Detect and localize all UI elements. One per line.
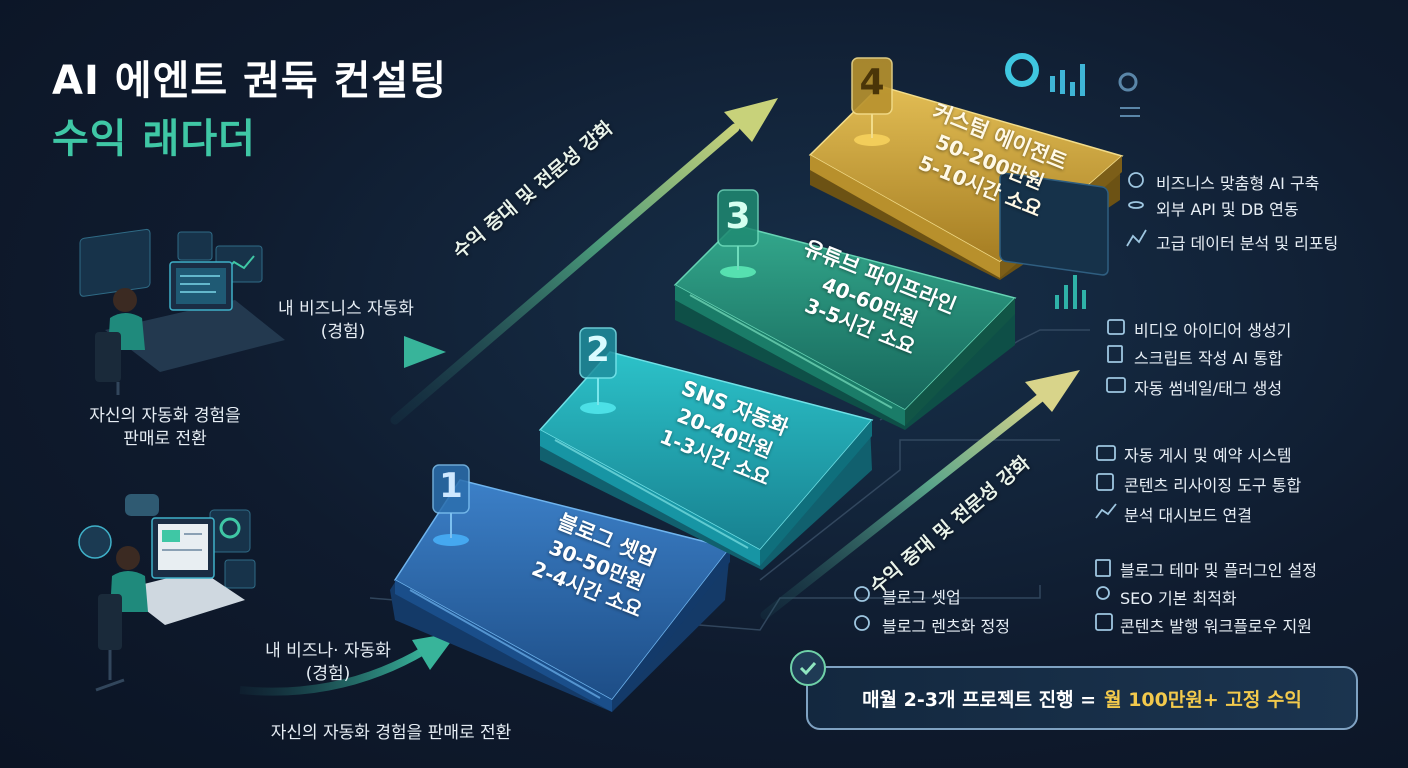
step-1-feature-1: 블로그 테마 및 플러그인 설정 <box>1120 561 1317 580</box>
gear-icon <box>1128 172 1144 188</box>
page-subtitle: 수익 래다더 <box>52 116 256 162</box>
step-1-number: 1 <box>439 466 463 506</box>
experience-label-top-line2: (경험) <box>320 321 366 342</box>
platform-step-1 <box>390 479 732 712</box>
step-3-feature-3: 자동 썸네일/태그 생성 <box>1134 379 1283 398</box>
bar-chart-icon <box>1126 229 1147 247</box>
step-1-feature-3: 콘텐츠 발행 워크플로우 지원 <box>1120 617 1312 636</box>
caption-top-line2: 판매로 전환 <box>123 428 207 449</box>
step-4-feature-1: 비즈니스 맞춤형 AI 구축 <box>1156 174 1320 193</box>
page-title: AI 에엔트 권둑 컨설팅 <box>52 58 448 104</box>
image-icon <box>1106 377 1126 393</box>
globe-icon <box>854 615 870 631</box>
number-tag-4-base <box>854 134 890 146</box>
chart-icon <box>1095 503 1117 519</box>
step-4-feature-2: 외부 API 및 DB 연동 <box>1156 200 1299 219</box>
experience-label-bottom-line2: (경험) <box>305 663 351 684</box>
step-1-inline-feature-2: 블로그 렌츠화 정정 <box>882 617 1010 636</box>
caption-top: 자신의 자동화 경험을 판매로 전환 <box>60 405 270 451</box>
summary-text-1: 매월 2-3개 프로젝트 진행 = <box>862 688 1097 711</box>
number-tag-2-base <box>580 402 616 414</box>
growth-arrow-upper <box>390 98 778 425</box>
summary-banner: 매월 2-3개 프로젝트 진행 = 월 100만원+ 고정 수익 <box>806 666 1358 730</box>
step-2-feature-3: 분석 대시보드 연결 <box>1124 506 1252 525</box>
bars-deco <box>1055 275 1086 309</box>
document-icon <box>1095 559 1111 577</box>
caption-top-line1: 자신의 자동화 경험을 <box>89 406 241 426</box>
number-tag-3-base <box>720 266 756 278</box>
checkmark-icon <box>790 650 826 686</box>
number-tag-1-base <box>433 534 469 546</box>
gear-icon <box>1118 72 1138 92</box>
globe-icon <box>78 525 112 559</box>
caption-bottom: 자신의 자동화 경험을 판매로 전환 <box>270 723 512 743</box>
platform-step-3 <box>673 224 1017 430</box>
dashboard-deco <box>999 53 1140 276</box>
platform-step-2 <box>538 351 874 570</box>
summary-text-2: 월 100만원+ 고정 수익 <box>1104 688 1302 711</box>
script-icon <box>1107 345 1123 363</box>
experience-label-top: 내 비즈니스 자동화 (경험) <box>278 298 414 344</box>
experience-label-bottom-line1: 내 비즈나· 자동화 <box>265 641 391 661</box>
clock-icon <box>854 586 870 602</box>
experience-label-bottom: 내 비즈나· 자동화 (경험) <box>258 640 398 686</box>
edit-icon <box>1095 613 1113 631</box>
step-2-number: 2 <box>586 330 610 370</box>
step-2-feature-2: 콘텐츠 리사이징 도구 통합 <box>1124 476 1302 495</box>
growth-arrow-lower <box>760 370 1080 620</box>
step-1-feature-2: SEO 기본 최적화 <box>1120 589 1237 608</box>
person-at-desk-illustration-bottom <box>78 494 256 692</box>
experience-label-top-line1: 내 비즈니스 자동화 <box>278 299 414 319</box>
step-3-feature-2: 스크립트 작성 AI 통합 <box>1134 349 1283 368</box>
step-4-feature-3: 고급 데이터 분석 및 리포팅 <box>1156 234 1339 253</box>
step-1-inline-feature-1: 블로그 셋업 <box>882 588 961 607</box>
person-at-desk-illustration-top <box>79 228 285 395</box>
step-4-number: 4 <box>859 62 885 103</box>
step-3-number: 3 <box>725 196 751 237</box>
edit-icon <box>1096 473 1114 491</box>
experience-arrow-top <box>285 336 446 368</box>
step-2-feature-1: 자동 게시 및 예약 시스템 <box>1124 446 1292 465</box>
search-icon <box>1096 586 1110 600</box>
step-3-feature-1: 비디오 아이디어 생성기 <box>1134 321 1292 340</box>
play-icon <box>1107 319 1125 335</box>
database-icon <box>1128 201 1144 209</box>
monitor-icon <box>1096 445 1116 461</box>
